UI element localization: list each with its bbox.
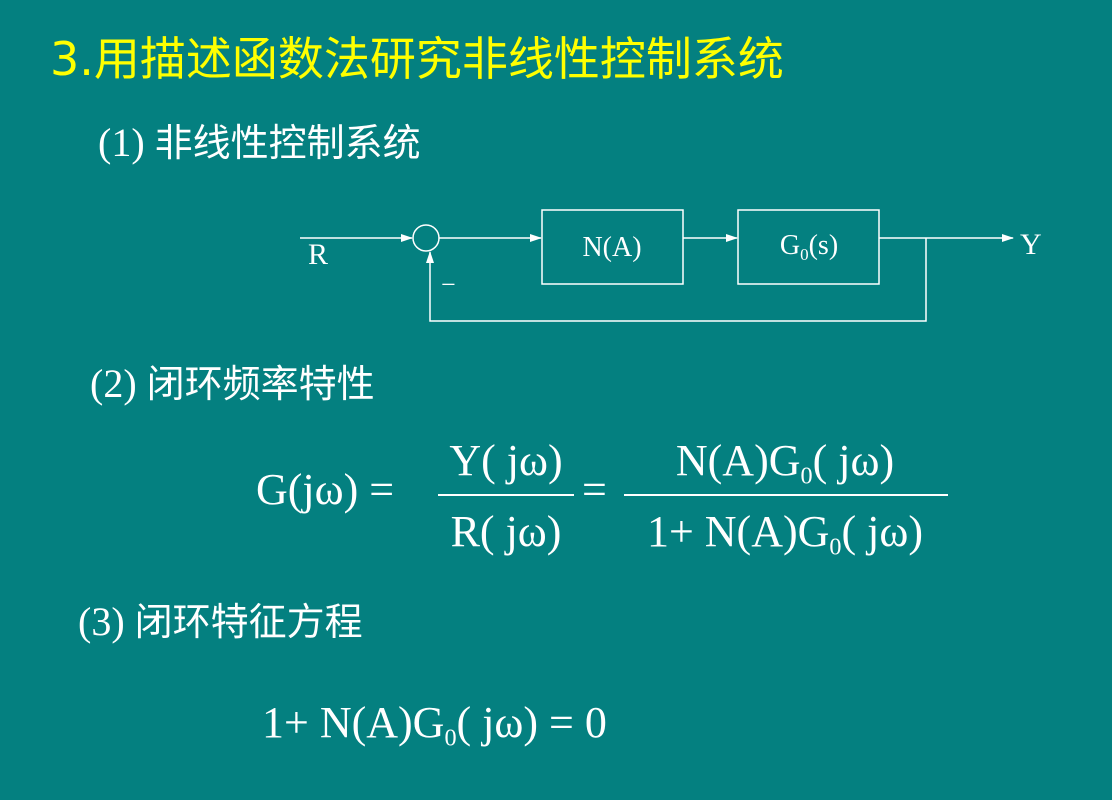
section-text: 闭环频率特性 [146,362,375,406]
section-3-heading: (3)闭环特征方程 [78,600,363,644]
block2-label: G0(s) [780,230,838,264]
slide-title: 3.用描述函数法研究非线性控制系统 [50,32,784,86]
eq1-equals: = [582,465,607,514]
block-nonlinear [541,209,684,285]
section-number: (1) [98,120,145,165]
eq1-frac1-numerator: Y( jω) [449,436,563,485]
eq1-frac2-bar [624,494,948,496]
section-1-heading: (1)非线性控制系统 [98,121,421,165]
section-2-heading: (2)闭环频率特性 [90,362,375,406]
feedback-path [426,238,927,322]
block-linear [737,209,880,285]
block2-main: G [780,230,800,261]
section-text: 闭环特征方程 [134,600,363,644]
eq1-frac1-bar [438,494,574,496]
eq1-frac2-numerator: N(A)G0( jω) [675,436,895,490]
eq1-lhs: G(jω) = [256,465,395,514]
feedback-sign: − [441,270,456,299]
block1-label: N(A) [582,232,641,263]
eq1-frac1-denominator: R( jω) [450,507,562,556]
block2-tail: (s) [809,230,839,261]
block2-sub: 0 [800,245,809,264]
summing-junction [412,224,440,252]
section-number: (2) [90,361,137,406]
output-label: Y [1020,228,1042,261]
characteristic-equation: 1+ N(A)G0( jω) = 0 [262,698,607,752]
section-number: (3) [78,599,125,644]
section-text: 非线性控制系统 [154,121,421,165]
input-label: R [308,238,328,271]
eq1-frac2-denominator: 1+ N(A)G0( jω) [646,507,924,561]
